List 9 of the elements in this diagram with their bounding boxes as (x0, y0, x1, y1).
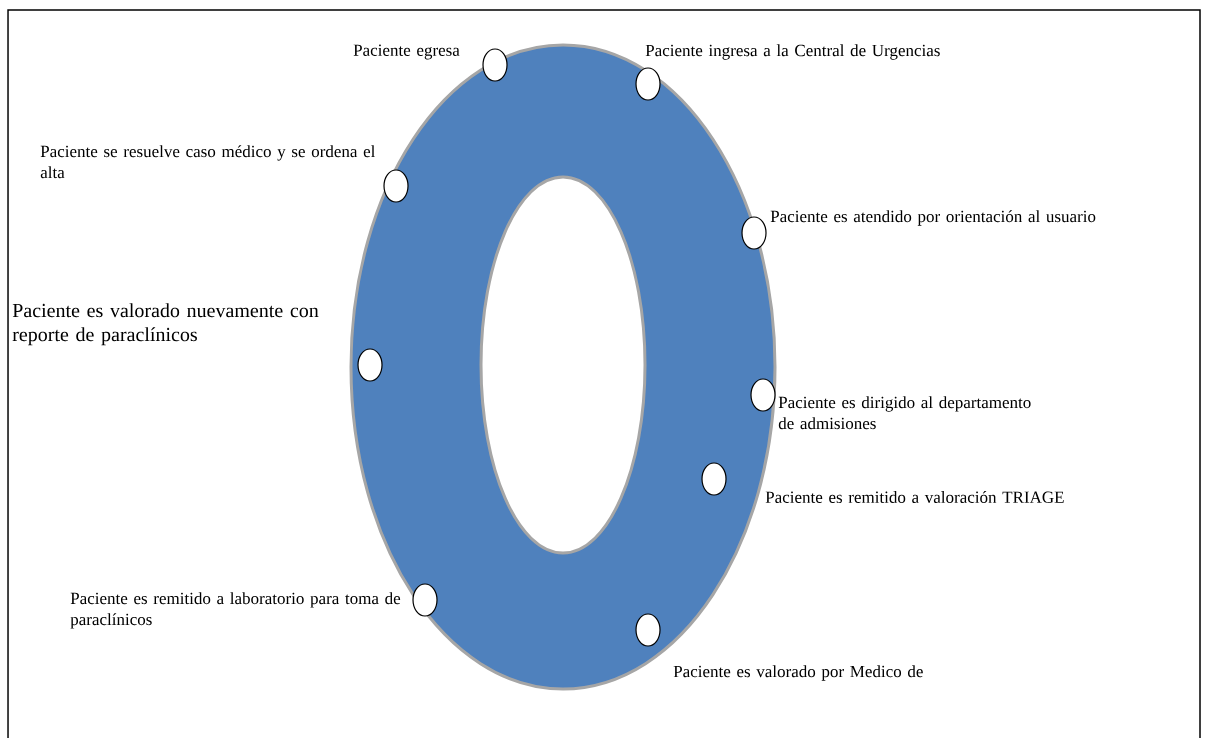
step-label: Paciente es dirigido al departamento de admisiones (778, 396, 1031, 430)
step-label: Paciente es remitido a laboratorio para toma de paraclínicos (70, 592, 401, 629)
step-label: Paciente se resuelve caso médico y se ordena el alta (40, 145, 376, 179)
step-label: Paciente es atendido por orientación al usuario (770, 210, 1096, 226)
step-label: Paciente es remitido a valoración TRIAGE (765, 491, 1064, 503)
step-label: Paciente egresa (353, 44, 460, 60)
step-label: Paciente ingresa a la Central de Urgencias (645, 44, 940, 60)
step-label: Paciente es valorado por Medico de (673, 665, 923, 681)
step-label: Paciente es valorado nuevamente con reporte de paraclínicos (12, 303, 319, 346)
